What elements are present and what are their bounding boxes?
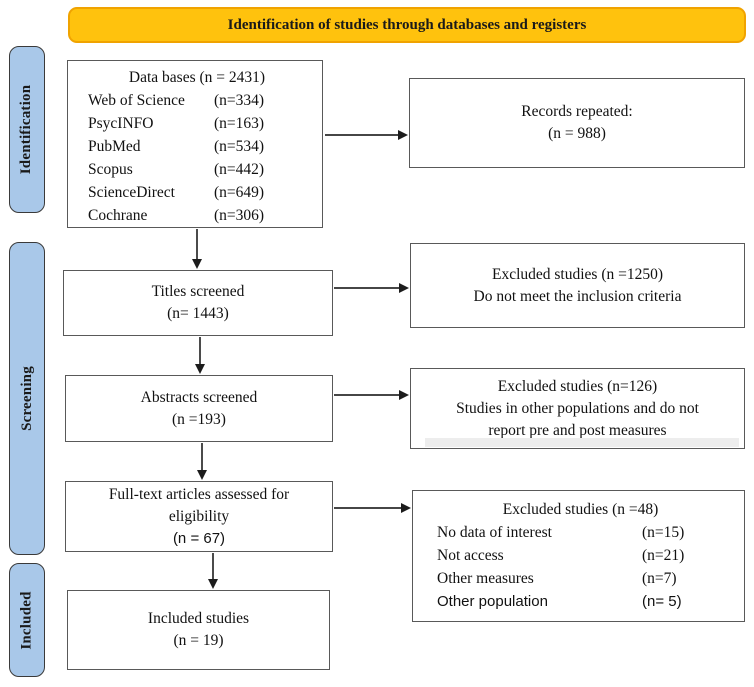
- fulltext-assessed-box: Full-text articles assessed for eligibil…: [65, 481, 333, 552]
- database-count: (n=163): [214, 115, 265, 132]
- exclusion-reason-count: (n=21): [642, 547, 685, 564]
- database-row: Scopus (n=442): [88, 158, 306, 181]
- excluded-abstracts-line1: Excluded studies (n=126): [497, 377, 658, 395]
- titles-screened-line1: Titles screened: [151, 283, 245, 300]
- titles-screened-box: Titles screened (n= 1443): [63, 270, 333, 336]
- records-repeated-line2: (n = 988): [548, 125, 606, 142]
- stage-included: Included: [9, 563, 45, 677]
- highlight-artifact: [425, 438, 739, 447]
- excluded-abstracts-line2: Studies in other populations and do not: [456, 399, 699, 417]
- exclusion-reason-count: (n= 5): [642, 593, 682, 610]
- databases-box: Data bases (n = 2431) Web of Science (n=…: [67, 60, 323, 228]
- exclusion-reason-name: Other population: [437, 593, 548, 610]
- database-count: (n=442): [214, 161, 265, 178]
- databases-box-title: Data bases (n = 2431): [128, 69, 266, 86]
- records-repeated-box: Records repeated: (n = 988): [409, 78, 745, 168]
- database-name: PsycINFO: [88, 115, 154, 132]
- exclusion-reason-count: (n=15): [642, 524, 685, 541]
- exclusion-reason-row: Not access (n=21): [437, 544, 724, 567]
- exclusion-reason-count: (n=7): [642, 570, 677, 587]
- stage-included-label: Included: [18, 590, 35, 650]
- database-name: Cochrane: [88, 207, 148, 224]
- excluded-titles-line1: Excluded studies (n =1250): [491, 265, 664, 283]
- exclusion-reason-name: Not access: [437, 547, 504, 564]
- excluded-titles-box: Excluded studies (n =1250) Do not meet t…: [410, 243, 745, 328]
- database-name: Web of Science: [88, 92, 185, 109]
- database-name: PubMed: [88, 138, 141, 155]
- fulltext-line2: eligibility: [168, 507, 230, 525]
- database-name: Scopus: [88, 161, 133, 178]
- exclusion-reason-name: Other measures: [437, 570, 534, 587]
- stage-screening: Screening: [9, 242, 45, 555]
- fulltext-line3: (n = 67): [172, 529, 226, 547]
- included-studies-line1: Included studies: [147, 610, 250, 627]
- stage-screening-label: Screening: [18, 366, 35, 431]
- database-name: ScienceDirect: [88, 184, 175, 201]
- included-studies-box: Included studies (n = 19): [67, 590, 330, 670]
- database-row: Cochrane (n=306): [88, 204, 306, 227]
- database-count: (n=306): [214, 207, 265, 224]
- exclusion-reason-row: Other population (n= 5): [437, 590, 724, 613]
- excluded-abstracts-box: Excluded studies (n=126) Studies in othe…: [410, 368, 745, 449]
- exclusion-reason-row: No data of interest (n=15): [437, 521, 724, 544]
- excluded-abstracts-line3: report pre and post measures: [488, 421, 667, 439]
- banner-title: Identification of studies through databa…: [68, 7, 746, 43]
- exclusion-reason-row: Other measures (n=7): [437, 567, 724, 590]
- database-row: PubMed (n=534): [88, 135, 306, 158]
- included-studies-line2: (n = 19): [173, 632, 224, 649]
- banner-title-label: Identification of studies through databa…: [227, 16, 587, 33]
- database-row: ScienceDirect (n=649): [88, 181, 306, 204]
- database-count: (n=334): [214, 92, 265, 109]
- database-row: PsycINFO (n=163): [88, 112, 306, 135]
- excluded-titles-line2: Do not meet the inclusion criteria: [473, 287, 682, 305]
- fulltext-line1: Full-text articles assessed for: [108, 485, 290, 503]
- database-count: (n=649): [214, 184, 265, 201]
- titles-screened-line2: (n= 1443): [167, 305, 229, 322]
- stage-identification-label: Identification: [18, 84, 35, 175]
- abstracts-screened-line2: (n =193): [172, 410, 226, 428]
- exclusion-reason-name: No data of interest: [437, 524, 552, 541]
- abstracts-screened-line1: Abstracts screened: [140, 388, 258, 406]
- abstracts-screened-box: Abstracts screened (n =193): [65, 375, 333, 442]
- records-repeated-line1: Records repeated:: [521, 103, 633, 120]
- database-count: (n=534): [214, 138, 265, 155]
- excluded-fulltext-box: Excluded studies (n =48) No data of inte…: [412, 490, 745, 622]
- excluded-fulltext-title: Excluded studies (n =48): [502, 501, 659, 518]
- stage-identification: Identification: [9, 46, 45, 213]
- database-row: Web of Science (n=334): [88, 89, 306, 112]
